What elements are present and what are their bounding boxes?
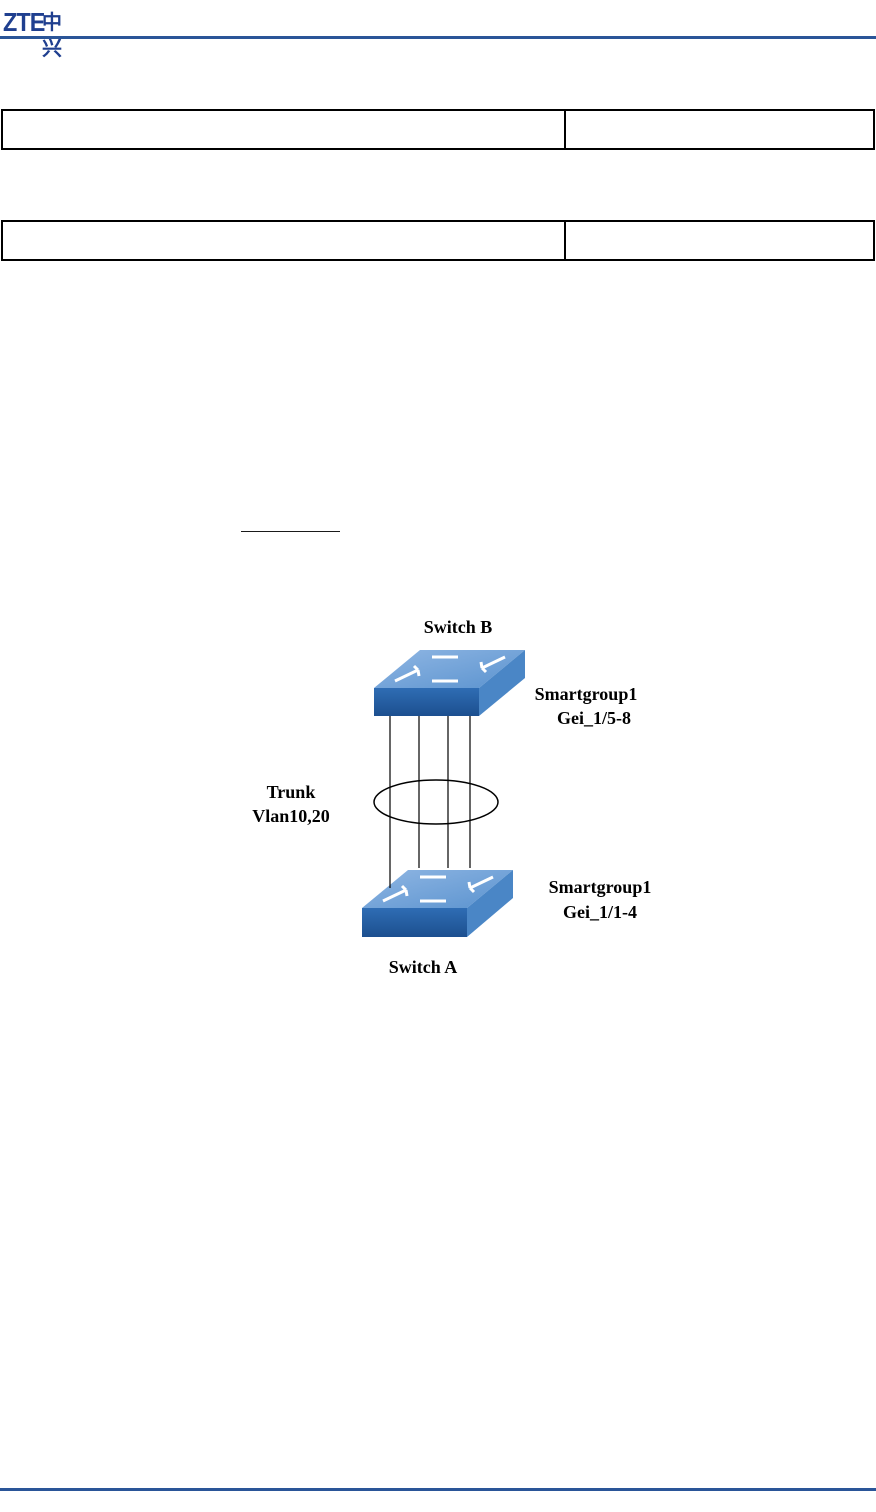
hyperlink-underline[interactable] (241, 531, 340, 532)
table-1-cell-left (3, 111, 566, 148)
switch-b-port-group: Smartgroup1 (535, 684, 638, 704)
table-1 (1, 109, 875, 150)
switch-a-icon (362, 870, 513, 937)
switch-a-ports: Gei_1/1-4 (563, 902, 637, 922)
header-rule (0, 36, 876, 39)
zte-logo: ZTE 中兴 (3, 7, 62, 60)
link-vlans-label: Vlan10,20 (252, 806, 330, 826)
smartgroup-ellipse (373, 779, 499, 825)
switch-a-label: Switch A (389, 957, 458, 977)
switch-b-label: Switch B (424, 617, 493, 637)
footer-rule (0, 1488, 876, 1491)
trunk-links (389, 716, 471, 888)
switch-b-icon (374, 650, 525, 716)
logo-latin: ZTE (3, 7, 45, 37)
switch-a-port-group: Smartgroup1 (549, 877, 652, 897)
switch-b-ports: Gei_1/5-8 (557, 708, 631, 728)
link-mode-label: Trunk (267, 782, 316, 802)
logo-chinese: 中兴 (42, 10, 62, 60)
table-2-cell-left (3, 222, 566, 259)
table-2 (1, 220, 875, 261)
